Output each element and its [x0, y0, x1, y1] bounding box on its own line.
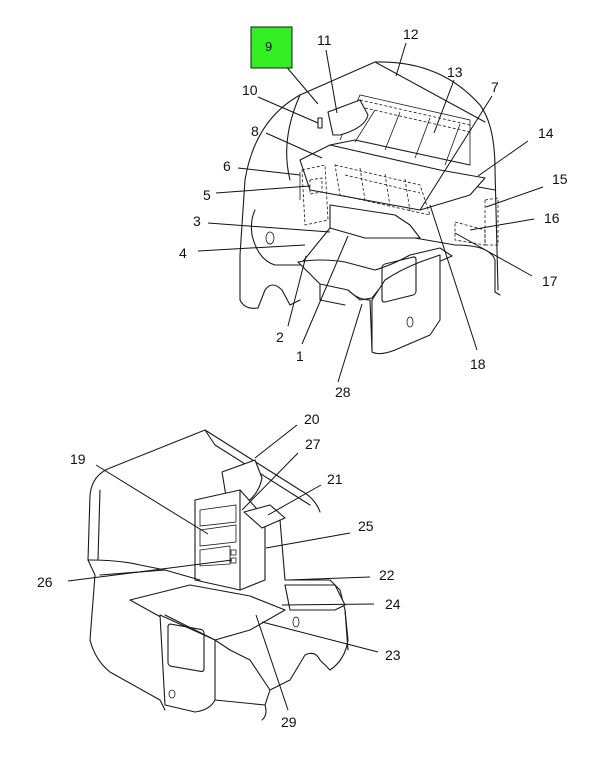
callout-11: 11: [317, 32, 332, 48]
callout-3: 3: [193, 213, 201, 229]
callout-5: 5: [203, 187, 211, 203]
callout-4: 4: [179, 245, 187, 261]
callout-17: 17: [542, 273, 558, 289]
callout-23: 23: [385, 647, 401, 663]
callout-26: 26: [37, 574, 53, 590]
callout-28: 28: [335, 384, 351, 400]
callout-2: 2: [276, 329, 284, 345]
upper-cab-illustration: [239, 61, 501, 355]
callout-1: 1: [296, 348, 304, 364]
lower-callouts: 19 20 21 22 23 24 25 26 27 29: [37, 411, 401, 730]
callout-14: 14: [538, 125, 554, 141]
highlight-label: 9: [265, 39, 272, 54]
callout-6: 6: [223, 158, 231, 174]
lower-leaders: [67, 424, 379, 711]
callout-10: 10: [242, 82, 258, 98]
callout-25: 25: [358, 518, 374, 534]
callout-15: 15: [552, 171, 568, 187]
callout-13: 13: [447, 64, 463, 80]
callout-7: 7: [491, 79, 499, 95]
callout-21: 21: [327, 471, 343, 487]
callout-12: 12: [403, 26, 419, 42]
upper-leaders: [197, 42, 544, 383]
upper-callouts: 1 2 3 4 5 6 7 8 10 11 12 13 14 15 16 17 …: [179, 26, 568, 400]
highlight-box: [250, 26, 293, 69]
highlight-callout-9[interactable]: 9: [250, 26, 293, 69]
lower-cab-illustration: [87, 429, 349, 721]
callout-22: 22: [379, 567, 395, 583]
callout-29: 29: [281, 714, 297, 730]
callout-8: 8: [251, 123, 259, 139]
callout-19: 19: [70, 451, 86, 467]
callout-24: 24: [385, 596, 401, 612]
callout-16: 16: [544, 210, 560, 226]
callout-20: 20: [304, 411, 320, 427]
callout-18: 18: [470, 356, 486, 372]
callout-27: 27: [305, 436, 321, 452]
